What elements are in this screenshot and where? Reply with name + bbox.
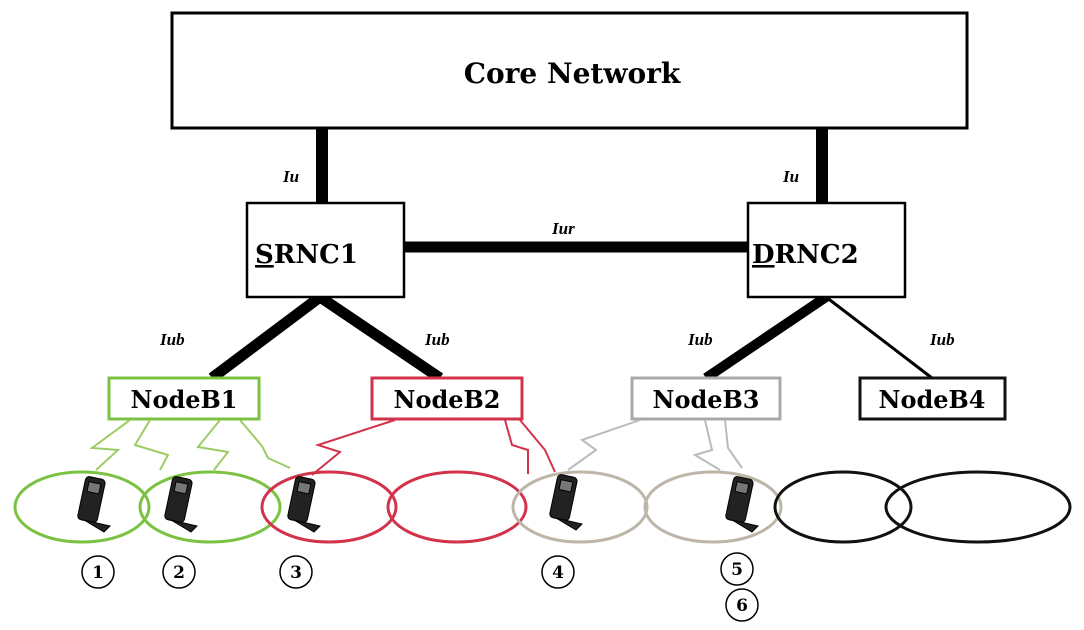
position-number-6: 6 xyxy=(736,596,748,616)
iub-link-nodeb3 xyxy=(703,292,829,383)
position-number-1: 1 xyxy=(92,563,104,583)
position-marker-2 xyxy=(162,555,196,589)
position-marker-1 xyxy=(81,555,115,589)
mobile-phone-icon xyxy=(77,476,111,533)
position-number-2: 2 xyxy=(173,563,185,583)
core-network-label: Core Network xyxy=(464,57,681,90)
radio-link-2a xyxy=(311,419,396,476)
cell-7 xyxy=(773,470,913,544)
position-marker-5 xyxy=(720,552,754,586)
iub-label-3: Iub xyxy=(687,330,713,349)
nodeb4-label: NodeB4 xyxy=(879,385,986,414)
cell-8 xyxy=(884,470,1072,544)
iub-label-2: Iub xyxy=(424,330,450,349)
radio-link-3a xyxy=(567,419,641,471)
srnc1-rest: RNC1 xyxy=(274,240,358,270)
cell-1 xyxy=(13,470,151,544)
iub-label-4: Iub xyxy=(929,330,955,349)
iub-link-nodeb1 xyxy=(208,292,324,383)
position-marker-3 xyxy=(279,555,313,589)
iub-label-1: Iub xyxy=(159,330,185,349)
nodeb4-box xyxy=(858,376,1007,421)
radio-link-1d xyxy=(239,419,291,469)
nodeb2-label: NodeB2 xyxy=(394,385,501,414)
cell-4 xyxy=(386,470,528,544)
nodeb3-box xyxy=(630,376,782,421)
radio-link-1a xyxy=(89,419,131,471)
cell-3 xyxy=(260,470,398,544)
nodeb1-box xyxy=(107,376,261,421)
nodeb1-label: NodeB1 xyxy=(131,385,238,414)
mobile-phone-icon xyxy=(549,474,583,531)
radio-link-3b xyxy=(692,419,721,471)
srnc1-label: SRNC1 xyxy=(255,240,358,270)
radio-link-3c xyxy=(724,419,743,469)
cell-6 xyxy=(643,470,783,544)
wired-links xyxy=(208,128,933,383)
position-number-3: 3 xyxy=(290,563,302,583)
iur-label: Iur xyxy=(551,219,575,238)
position-marker-6 xyxy=(725,588,759,622)
radio-link-1b xyxy=(133,419,170,471)
mobiles xyxy=(77,474,759,533)
cell-5 xyxy=(511,470,649,544)
position-markers: 1 2 3 4 5 6 xyxy=(81,552,759,622)
nodeb3-label: NodeB3 xyxy=(653,385,760,414)
nodeb2-box xyxy=(370,376,524,421)
cell-2 xyxy=(138,470,282,544)
mobile-phone-icon xyxy=(725,476,759,533)
radio-links-nodeb3 xyxy=(567,419,743,471)
mobile-phone-icon xyxy=(287,476,321,533)
iu-label-right: Iu xyxy=(782,167,799,186)
radio-links-nodeb1 xyxy=(89,419,291,471)
radio-link-2c xyxy=(519,419,556,473)
drnc2-label: DRNC2 xyxy=(752,240,859,270)
mobile-phone-icon xyxy=(164,476,198,533)
iub-link-nodeb2 xyxy=(316,292,444,383)
radio-links-nodeb2 xyxy=(311,419,556,476)
position-number-5: 5 xyxy=(731,560,743,580)
cells xyxy=(13,470,1072,544)
core-network-box xyxy=(170,11,969,130)
srnc1-box xyxy=(245,201,406,299)
position-marker-4 xyxy=(541,555,575,589)
drnc2-prefix: D xyxy=(752,240,775,270)
srnc1-prefix: S xyxy=(255,240,274,270)
iub-link-nodeb4 xyxy=(825,295,933,380)
iu-label-left: Iu xyxy=(282,167,299,186)
drnc2-box xyxy=(746,201,907,299)
radio-link-2b xyxy=(504,419,529,474)
position-number-4: 4 xyxy=(552,563,564,583)
radio-link-1c xyxy=(196,419,230,471)
drnc2-rest: RNC2 xyxy=(775,240,859,270)
